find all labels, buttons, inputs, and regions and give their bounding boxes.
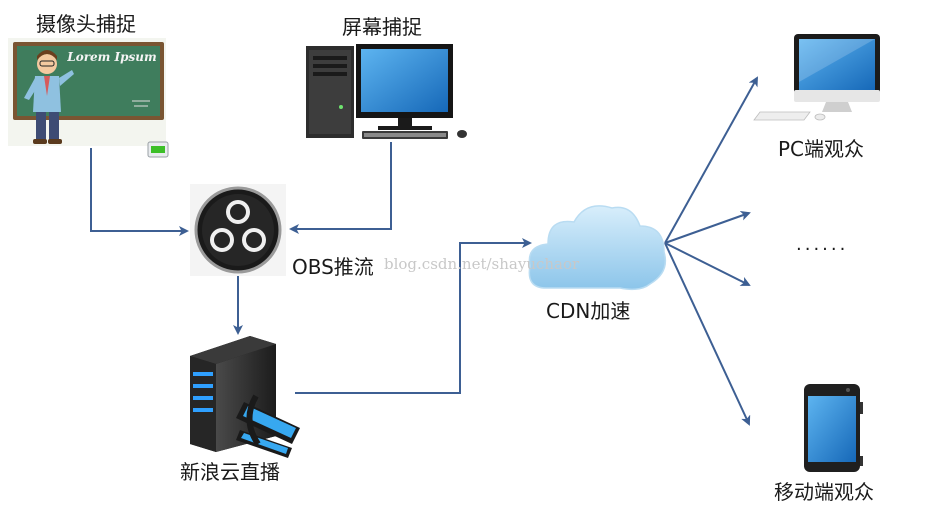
pc-viewer-label: PC端观众 <box>778 137 865 161</box>
arrow-cdn-to-pc <box>664 76 758 244</box>
cdn-acceleration-label: CDN加速 <box>546 299 631 323</box>
screen-capture-label: 屏幕捕捉 <box>342 15 422 39</box>
arrow-cdn-to-mobile <box>664 242 751 426</box>
server-illustration <box>190 336 300 458</box>
obs-push-label: OBS推流 <box>292 255 374 279</box>
mobile-viewer-label: 移动端观众 <box>774 480 874 504</box>
arrows <box>90 76 758 426</box>
cdn-cloud-icon <box>528 205 667 291</box>
board-text: Lorem Ipsum <box>66 50 156 64</box>
screen-capture-illustration <box>306 44 467 139</box>
film-strip-icon <box>236 394 300 458</box>
sina-cloud-live-label: 新浪云直播 <box>180 460 280 484</box>
mobile-viewer-icon <box>804 384 863 472</box>
arrow-camera-to-obs <box>90 148 189 236</box>
obs-logo <box>190 184 286 276</box>
arrow-cdn-to-viewer-2 <box>664 210 751 244</box>
watermark-text: blog.csdn.net/shayuchaor <box>384 255 580 273</box>
arrow-sina-to-cdn <box>295 238 532 394</box>
pc-viewer-icon <box>753 34 880 121</box>
arrow-cdn-to-viewer-3 <box>664 242 751 286</box>
camera-capture-label: 摄像头捕捉 <box>36 12 136 36</box>
arrow-screen-to-obs <box>289 142 392 234</box>
more-viewers-ellipsis: ...... <box>796 234 849 255</box>
camera-capture-illustration: Lorem Ipsum <box>8 38 169 158</box>
